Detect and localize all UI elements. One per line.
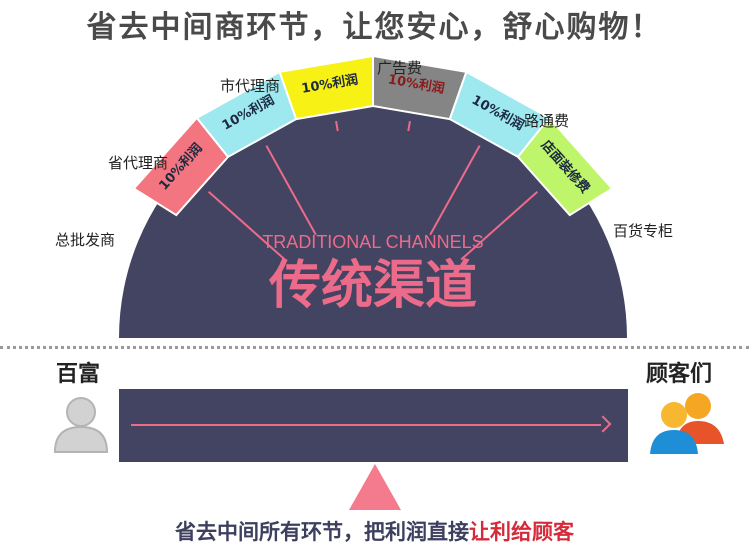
- direct-arrow-line: [131, 424, 601, 426]
- ray-wholesaler: [207, 190, 286, 261]
- segment-label-city-agent: 市代理商: [220, 77, 281, 95]
- segment-label-wholesaler: 总批发商: [55, 231, 116, 249]
- rays: [207, 120, 539, 261]
- center-label-zh: 传统渠道: [268, 256, 477, 316]
- ray-advertising: [407, 120, 411, 132]
- customers-icon: [650, 393, 724, 454]
- ray-city-agent: [335, 120, 339, 132]
- segment-label-advertising: 广告费: [377, 59, 423, 77]
- slogan-highlight: 让利给顾客: [469, 520, 574, 544]
- direct-channel-bar: [119, 389, 628, 462]
- slogan: 省去中间所有环节，把利润直接让利给顾客: [0, 516, 749, 546]
- dotted-divider: [0, 346, 749, 349]
- segment-label-provincial-agent: 省代理商: [108, 154, 169, 172]
- right-title: 顾客们: [646, 362, 713, 387]
- segment-label-department-counter: 百货专柜: [613, 222, 674, 240]
- person-icon: [53, 397, 109, 453]
- headline: 省去中间商环节，让您安心，舒心购物！: [86, 10, 663, 45]
- ray-road-fee: [429, 145, 481, 236]
- triangle-pointer: [349, 464, 401, 510]
- segment-department-counter: [516, 116, 614, 217]
- segment-label-road-fee: 路通费: [524, 112, 570, 130]
- center-label-en: TRADITIONAL CHANNELS: [262, 232, 483, 252]
- slogan-main: 省去中间所有环节，把利润直接: [175, 520, 469, 544]
- ray-department-counter: [460, 190, 539, 261]
- ray-provincial-agent: [265, 145, 317, 236]
- arrow-right-icon: [594, 415, 612, 433]
- left-title: 百富: [56, 362, 101, 387]
